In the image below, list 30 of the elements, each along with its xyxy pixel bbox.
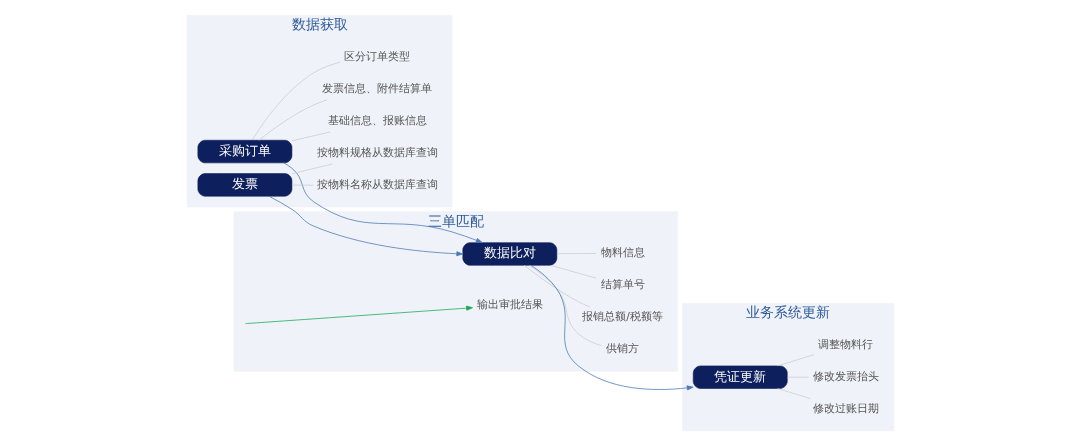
connector — [523, 264, 590, 308]
node-text: 发票信息、附件结算单 — [321, 81, 432, 95]
node-text: 调整物料行 — [817, 337, 873, 351]
node-text: 修改过账日期 — [812, 401, 879, 415]
node-text: 报销总额/税额等 — [581, 310, 663, 324]
node-text: 按物料名称从数据库查询 — [316, 178, 438, 192]
connector — [549, 264, 596, 279]
connector — [291, 163, 332, 175]
node-text: 供销方 — [605, 342, 639, 356]
node-box: 凭证更新 — [692, 365, 788, 389]
connector — [258, 99, 328, 141]
node-box: 数据比对 — [462, 242, 557, 266]
connector — [528, 265, 602, 347]
arrow — [282, 162, 483, 243]
node-box: 发票 — [197, 173, 292, 197]
connector — [776, 388, 811, 399]
node-text: 结算单号 — [600, 278, 645, 292]
node-text: 按物料规格从数据库查询 — [316, 145, 438, 159]
node-text: 修改发票抬头 — [812, 369, 879, 383]
connector — [776, 354, 814, 367]
connector — [291, 131, 331, 142]
arrow — [530, 264, 693, 391]
node-text: 输出审批结果 — [476, 297, 543, 311]
node-box: 采购订单 — [197, 139, 292, 164]
connector — [251, 61, 340, 141]
node-text: 区分订单类型 — [343, 49, 410, 63]
node-text: 物料信息 — [600, 245, 645, 259]
arrow — [268, 195, 463, 257]
arrow — [244, 305, 473, 324]
node-text: 基础信息、报账信息 — [327, 113, 427, 127]
